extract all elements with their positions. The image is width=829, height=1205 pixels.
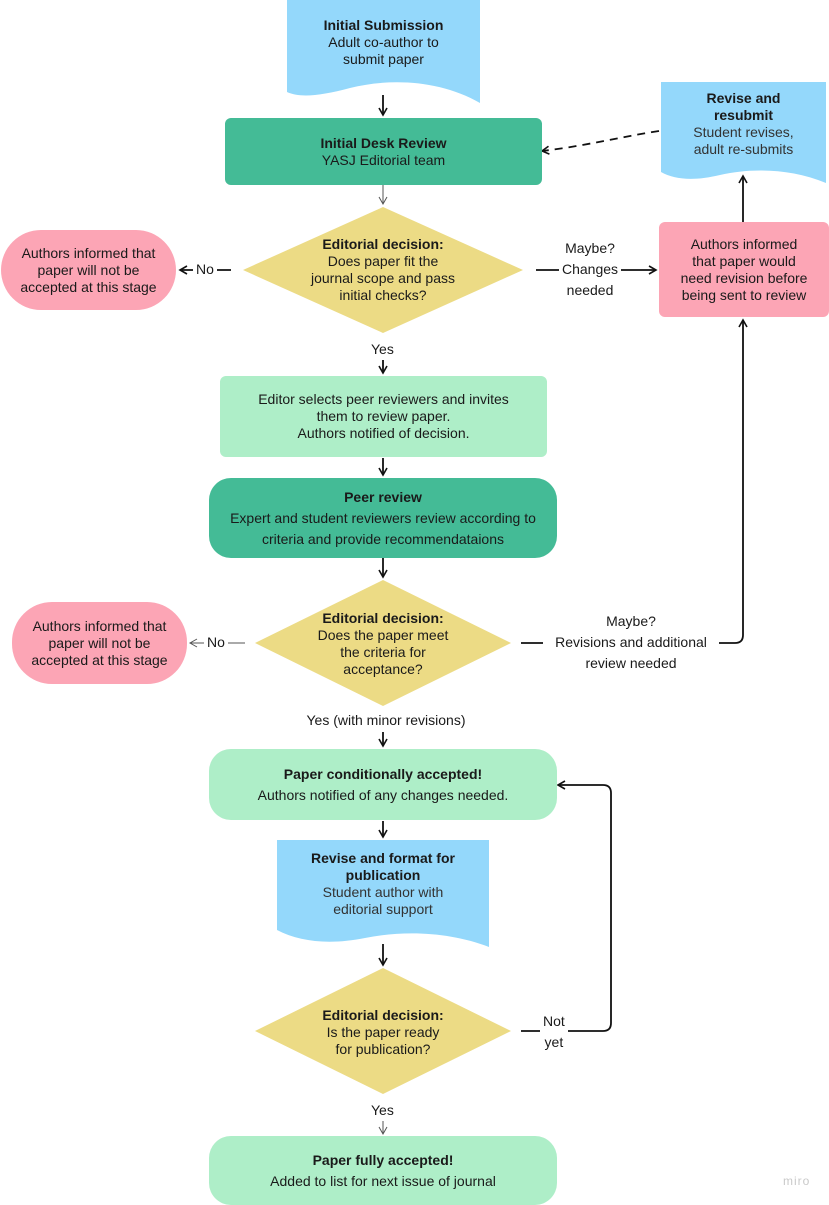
edge-label-maybe-2-line-3: review needed [585, 655, 677, 671]
revise-resubmit-title-2: resubmit [713, 107, 774, 123]
decision2-title: Editorial decision: [322, 610, 444, 626]
revise-resubmit-shape [661, 82, 826, 183]
decision2-node: Editorial decision: Does the paper meet … [293, 610, 473, 678]
revision-needed-line-4: being sent to review [681, 286, 807, 303]
revision-needed-line-1: Authors informed [690, 235, 798, 252]
initial-submission-shape [287, 0, 480, 103]
rejected1-node: Authors informed that paper will not be … [1, 230, 176, 310]
select-reviewers-line-1: Editor selects peer reviewers and invite… [258, 391, 509, 407]
decision2-shape [255, 580, 511, 706]
edge-label-maybe-2-line-1: Maybe? [606, 613, 656, 629]
format-publication-node: Revise and format for publication Studen… [277, 850, 489, 918]
arrow-decision2-maybe [521, 318, 748, 644]
revision-needed-line-2: that paper would [692, 252, 796, 269]
edge-label-yes-2: Yes (with minor revisions) [306, 712, 466, 728]
fully-accepted-node: Paper fully accepted! Added to list for … [209, 1136, 557, 1205]
initial-submission-node: Initial Submission Adult co-author to su… [287, 17, 480, 68]
edge-label-maybe-1-line-2: Changes [562, 261, 619, 277]
rejected1-line-1: Authors informed that [21, 244, 156, 261]
rejected1-line-2: paper will not be [37, 261, 140, 278]
edge-label-no-1: No [193, 259, 217, 280]
edge-label-maybe-1-line-1: Maybe? [565, 240, 615, 256]
revise-resubmit-title-1: Revise and [706, 90, 781, 106]
decision3-line-2: for publication? [335, 1041, 431, 1057]
arrow-resubmit-to-desk [540, 130, 660, 155]
edge-label-notyet-line-1: Not [543, 1013, 565, 1029]
revision-needed-node: Authors informed that paper would need r… [659, 222, 829, 317]
edge-label-no-2: No [204, 632, 228, 653]
revise-resubmit-line-1: Student revises, [693, 124, 794, 140]
peer-review-line-1: Expert and student reviewers review acco… [230, 509, 536, 526]
revise-resubmit-node: Revise and resubmit Student revises, adu… [661, 90, 826, 158]
fully-accepted-subtitle: Added to list for next issue of journal [270, 1172, 496, 1189]
conditional-accept-title: Paper conditionally accepted! [283, 765, 483, 782]
arrow-decision3-notyet [521, 780, 612, 1032]
miro-logo: miro [783, 1174, 811, 1188]
fully-accepted-title: Paper fully accepted! [312, 1151, 454, 1168]
format-publication-shape [277, 840, 489, 947]
rejected2-line-1: Authors informed that [32, 617, 167, 634]
decision1-node: Editorial decision: Does paper fit the j… [283, 236, 483, 304]
revise-resubmit-line-2: adult re-submits [693, 141, 794, 157]
decision2-line-1: Does the paper meet [317, 627, 449, 643]
decision3-node: Editorial decision: Is the paper ready f… [293, 1007, 473, 1058]
initial-submission-line-2: submit paper [343, 51, 424, 67]
edge-label-maybe-1-line-3: needed [566, 282, 614, 298]
format-publication-line-1: Student author with [322, 884, 444, 900]
decision1-line-2: journal scope and pass [311, 270, 455, 286]
decision2-line-2: the criteria for [340, 644, 426, 660]
decision1-title: Editorial decision: [322, 236, 444, 252]
revision-needed-line-3: need revision before [680, 269, 808, 286]
rejected2-line-2: paper will not be [48, 634, 151, 651]
edge-label-yes-1: Yes [371, 341, 394, 357]
peer-review-title: Peer review [344, 488, 422, 505]
format-publication-line-2: editorial support [333, 901, 433, 917]
decision1-line-1: Does paper fit the [327, 253, 439, 269]
decision1-shape [243, 207, 523, 333]
conditional-accept-subtitle: Authors notified of any changes needed. [257, 786, 509, 803]
peer-review-node: Peer review Expert and student reviewers… [209, 478, 557, 558]
decision1-line-3: initial checks? [339, 287, 427, 303]
select-reviewers-line-2: them to review paper. [316, 408, 451, 424]
format-publication-title-2: publication [345, 867, 421, 883]
edge-label-maybe-2: Maybe? Revisions and additional review n… [543, 611, 719, 674]
select-reviewers-node: Editor selects peer reviewers and invite… [220, 376, 547, 457]
decision3-title: Editorial decision: [322, 1007, 444, 1023]
initial-desk-review-title: Initial Desk Review [320, 134, 447, 151]
peer-review-line-2: criteria and provide recommendataions [261, 530, 504, 547]
rejected2-node: Authors informed that paper will not be … [12, 602, 187, 684]
select-reviewers-line-3: Authors notified of decision. [297, 425, 470, 441]
initial-desk-review-subtitle: YASJ Editorial team [321, 151, 446, 168]
edge-label-maybe-1: Maybe? Changes needed [559, 238, 622, 301]
edge-label-maybe-2-line-2: Revisions and additional [555, 634, 707, 650]
format-publication-title-1: Revise and format for [311, 850, 455, 866]
rejected1-line-3: accepted at this stage [20, 278, 157, 295]
initial-submission-title: Initial Submission [323, 17, 444, 33]
edge-label-notyet-line-2: yet [544, 1034, 564, 1050]
decision3-shape [255, 968, 511, 1094]
edge-label-notyet: Not yet [540, 1011, 568, 1053]
edge-label-yes-3: Yes [371, 1102, 394, 1118]
decision3-line-1: Is the paper ready [326, 1024, 440, 1040]
decision2-line-3: acceptance? [343, 661, 423, 677]
initial-desk-review-node: Initial Desk Review YASJ Editorial team [225, 118, 542, 185]
conditional-accept-node: Paper conditionally accepted! Authors no… [209, 749, 557, 820]
initial-submission-line-1: Adult co-author to [328, 34, 439, 50]
rejected2-line-3: accepted at this stage [31, 651, 168, 668]
